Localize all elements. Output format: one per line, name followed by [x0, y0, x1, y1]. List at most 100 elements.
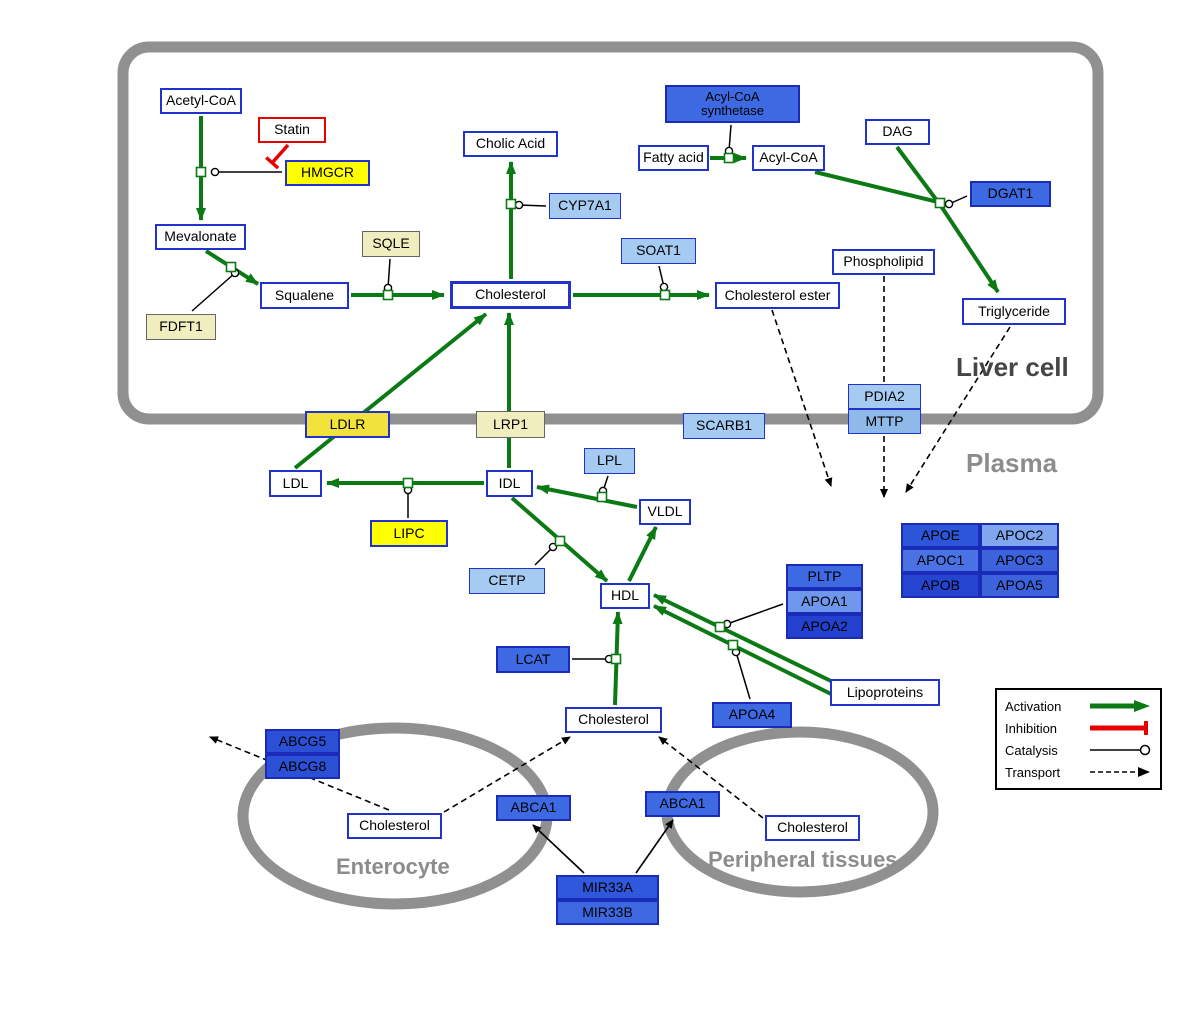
node-abcg8[interactable]: ABCG8: [265, 754, 340, 779]
node-cetp[interactable]: CETP: [469, 568, 545, 594]
node-lipoproteins[interactable]: Lipoproteins: [830, 679, 940, 706]
node-fatty-acid[interactable]: Fatty acid: [638, 145, 709, 171]
node-cholesterol-peripheral[interactable]: Cholesterol: [765, 815, 860, 841]
peripheral-tissues-label: Peripheral tissues: [708, 847, 898, 872]
reaction-square: [554, 535, 566, 547]
node-hdl[interactable]: HDL: [600, 583, 650, 609]
node-acyl-coa-synthetase[interactable]: Acyl-CoA synthetase: [665, 85, 800, 123]
catalysis-circle-symbol: [1090, 744, 1151, 756]
node-cholic-acid[interactable]: Cholic Acid: [463, 131, 558, 157]
edge-mir33-abca1-peripheral: [635, 819, 674, 874]
catalysis-dgat1: [944, 195, 968, 209]
legend-inhibition-label: Inhibition: [1005, 720, 1058, 736]
node-hmgcr[interactable]: HMGCR: [285, 160, 370, 186]
node-ldlr[interactable]: LDLR: [305, 411, 390, 438]
node-cholesterol-enterocyte[interactable]: Cholesterol: [347, 813, 442, 839]
catalysis-sqle: [383, 258, 393, 293]
node-mttp[interactable]: MTTP: [848, 409, 921, 434]
node-cyp7a1[interactable]: CYP7A1: [549, 193, 621, 219]
node-statin[interactable]: Statin: [258, 117, 326, 143]
legend-activation-label: Activation: [1005, 698, 1062, 714]
node-abcg5[interactable]: ABCG5: [265, 729, 340, 754]
node-apoc2[interactable]: APOC2: [980, 523, 1059, 548]
edge-junction-triglyceride: [939, 204, 1000, 294]
reaction-square: [714, 621, 726, 633]
node-dgat1[interactable]: DGAT1: [970, 181, 1051, 207]
node-apoa2[interactable]: APOA2: [786, 614, 863, 639]
node-phospholipid[interactable]: Phospholipid: [832, 249, 935, 275]
edge-acylcoa-junction: [814, 170, 939, 204]
node-pdia2[interactable]: PDIA2: [848, 384, 921, 409]
reaction-square: [195, 166, 207, 178]
activation-edges: [196, 116, 1000, 706]
edge-lipoproteins-hdl-upper: [653, 593, 834, 684]
reaction-square: [723, 152, 735, 164]
node-dag[interactable]: DAG: [865, 119, 930, 145]
node-apoc3[interactable]: APOC3: [980, 548, 1059, 573]
node-apoa1[interactable]: APOA1: [786, 589, 863, 614]
node-cholesterol-plasma[interactable]: Cholesterol: [565, 707, 662, 733]
edge-peripheral-cholesterol-to-plasma: [658, 736, 764, 819]
node-ldl[interactable]: LDL: [269, 470, 322, 497]
reaction-square: [382, 289, 394, 301]
plasma-label: Plasma: [966, 448, 1058, 478]
node-cholesterol-ester[interactable]: Cholesterol ester: [715, 282, 840, 309]
reaction-square: [610, 653, 622, 665]
node-mevalonate[interactable]: Mevalonate: [155, 224, 246, 250]
node-lrp1[interactable]: LRP1: [476, 411, 545, 438]
node-apob[interactable]: APOB: [901, 573, 980, 598]
node-lpl[interactable]: LPL: [584, 448, 635, 474]
node-squalene[interactable]: Squalene: [260, 282, 349, 309]
node-mir33b[interactable]: MIR33B: [556, 900, 659, 925]
reaction-squares: [195, 152, 946, 665]
edge-hdl-vldl: [627, 526, 658, 582]
activation-arrow-symbol: [1090, 700, 1150, 712]
node-apoe[interactable]: APOE: [901, 523, 980, 548]
node-mir33a[interactable]: MIR33A: [556, 875, 659, 900]
node-abca1-enterocyte[interactable]: ABCA1: [496, 795, 571, 821]
legend: Activation Inhibition Catalysis Transpor…: [995, 688, 1162, 790]
catalysis-edges: [191, 124, 968, 700]
reaction-square: [727, 639, 739, 651]
node-sqle[interactable]: SQLE: [362, 231, 420, 257]
enterocyte-label: Enterocyte: [336, 854, 450, 879]
node-fdft1[interactable]: FDFT1: [146, 314, 216, 340]
inhibition-statin-hmgcr: [265, 143, 290, 170]
node-triglyceride[interactable]: Triglyceride: [962, 298, 1066, 325]
catalysis-fdft1: [191, 268, 240, 312]
node-abca1-peripheral[interactable]: ABCA1: [645, 791, 720, 817]
edge-dag-junction: [895, 145, 940, 204]
edge-vldl-idl: [536, 484, 638, 509]
node-scarb1[interactable]: SCARB1: [683, 413, 765, 439]
node-pltp[interactable]: PLTP: [786, 564, 863, 589]
legend-row-transport: Transport: [1005, 762, 1152, 782]
catalysis-cyp7a1: [514, 200, 547, 210]
reaction-square: [402, 477, 414, 489]
node-vldl[interactable]: VLDL: [639, 499, 691, 525]
catalysis-cetp: [534, 542, 558, 566]
edge-cholesterol-ester-to-plasma: [771, 309, 833, 487]
node-soat1[interactable]: SOAT1: [621, 238, 696, 264]
node-lcat[interactable]: LCAT: [496, 646, 570, 673]
reaction-square: [596, 491, 608, 503]
node-cholesterol-liver[interactable]: Cholesterol: [450, 281, 571, 309]
edge-enterocyte-cholesterol-to-plasma: [443, 736, 571, 813]
node-lipc[interactable]: LIPC: [370, 520, 448, 547]
node-idl[interactable]: IDL: [486, 470, 533, 497]
catalysis-apoa-group: [722, 603, 784, 629]
node-acetyl-coa[interactable]: Acetyl-CoA: [160, 88, 242, 114]
legend-row-inhibition: Inhibition: [1005, 718, 1152, 738]
node-apoc1[interactable]: APOC1: [901, 548, 980, 573]
liver-cell-label: Liver cell: [956, 352, 1069, 382]
node-apoa4[interactable]: APOA4: [712, 702, 792, 728]
legend-transport-label: Transport: [1005, 764, 1061, 780]
node-apoa5[interactable]: APOA5: [980, 573, 1059, 598]
node-acyl-coa[interactable]: Acyl-CoA: [752, 145, 825, 171]
edge-ldl-cholesterol-via-ldlr: [293, 312, 488, 470]
edge-enterocyte-cholesterol-abcg-export: [209, 736, 390, 811]
transport-dashed-arrow-symbol: [1090, 767, 1150, 777]
mir33-edges: [532, 819, 674, 874]
liver-cell-membrane: [117, 41, 1104, 425]
reaction-square: [505, 198, 517, 210]
